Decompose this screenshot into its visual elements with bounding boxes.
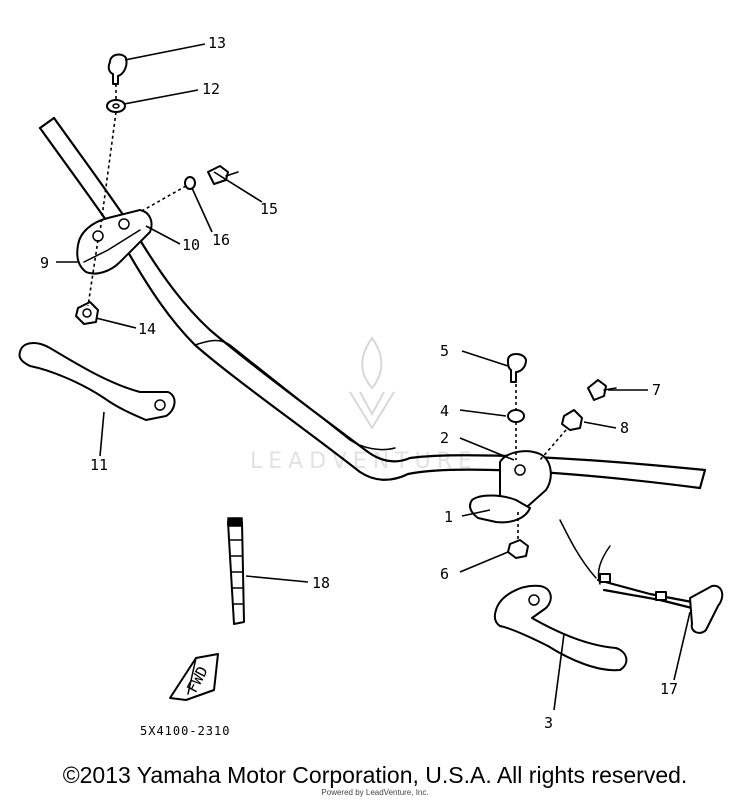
callout-12: 12 bbox=[202, 80, 220, 98]
callout-7: 7 bbox=[652, 381, 661, 399]
callout-18: 18 bbox=[312, 574, 330, 592]
switch-17 bbox=[559, 519, 724, 634]
nut-6 bbox=[507, 539, 529, 559]
washer-12 bbox=[106, 99, 126, 113]
bolt-5 bbox=[507, 353, 527, 383]
callout-11: 11 bbox=[90, 456, 108, 474]
nut-8 bbox=[561, 409, 583, 431]
handlebar bbox=[38, 116, 707, 490]
washer-4 bbox=[507, 409, 525, 423]
callout-8: 8 bbox=[620, 419, 629, 437]
callout-1: 1 bbox=[444, 508, 453, 526]
copyright-notice: ©2013 Yamaha Motor Corporation, U.S.A. A… bbox=[62, 762, 688, 788]
handlebar-parts-diagram: LEADVENTURE bbox=[18, 34, 724, 738]
callout-4: 4 bbox=[440, 402, 449, 420]
cable-tie-18 bbox=[227, 517, 245, 625]
lever-11 bbox=[18, 342, 176, 421]
callout-15: 15 bbox=[260, 200, 278, 218]
callout-5: 5 bbox=[440, 342, 449, 360]
powered-by-credit: Powered by LeadVenture, Inc. bbox=[321, 788, 429, 797]
callout-2: 2 bbox=[440, 429, 449, 447]
callout-10: 10 bbox=[182, 236, 200, 254]
part-code: 5X4100-2310 bbox=[140, 724, 230, 738]
washer-16 bbox=[184, 176, 196, 190]
bolt-15 bbox=[207, 165, 239, 185]
leader-lines bbox=[56, 43, 691, 711]
callout-3: 3 bbox=[544, 714, 553, 732]
bolt-7 bbox=[587, 379, 617, 401]
left-clamp bbox=[76, 209, 153, 275]
callout-9: 9 bbox=[40, 254, 49, 272]
callout-13: 13 bbox=[208, 34, 226, 52]
callout-17: 17 bbox=[660, 680, 678, 698]
lever-3 bbox=[493, 584, 628, 672]
callout-numbers: 13 12 15 16 10 9 14 11 5 4 2 1 6 7 8 18 … bbox=[40, 34, 678, 732]
bolt-13 bbox=[107, 53, 128, 85]
callout-16: 16 bbox=[212, 231, 230, 249]
nut-14 bbox=[75, 301, 99, 325]
callout-6: 6 bbox=[440, 565, 449, 583]
fwd-indicator: FWD bbox=[169, 653, 219, 701]
callout-14: 14 bbox=[138, 320, 156, 338]
